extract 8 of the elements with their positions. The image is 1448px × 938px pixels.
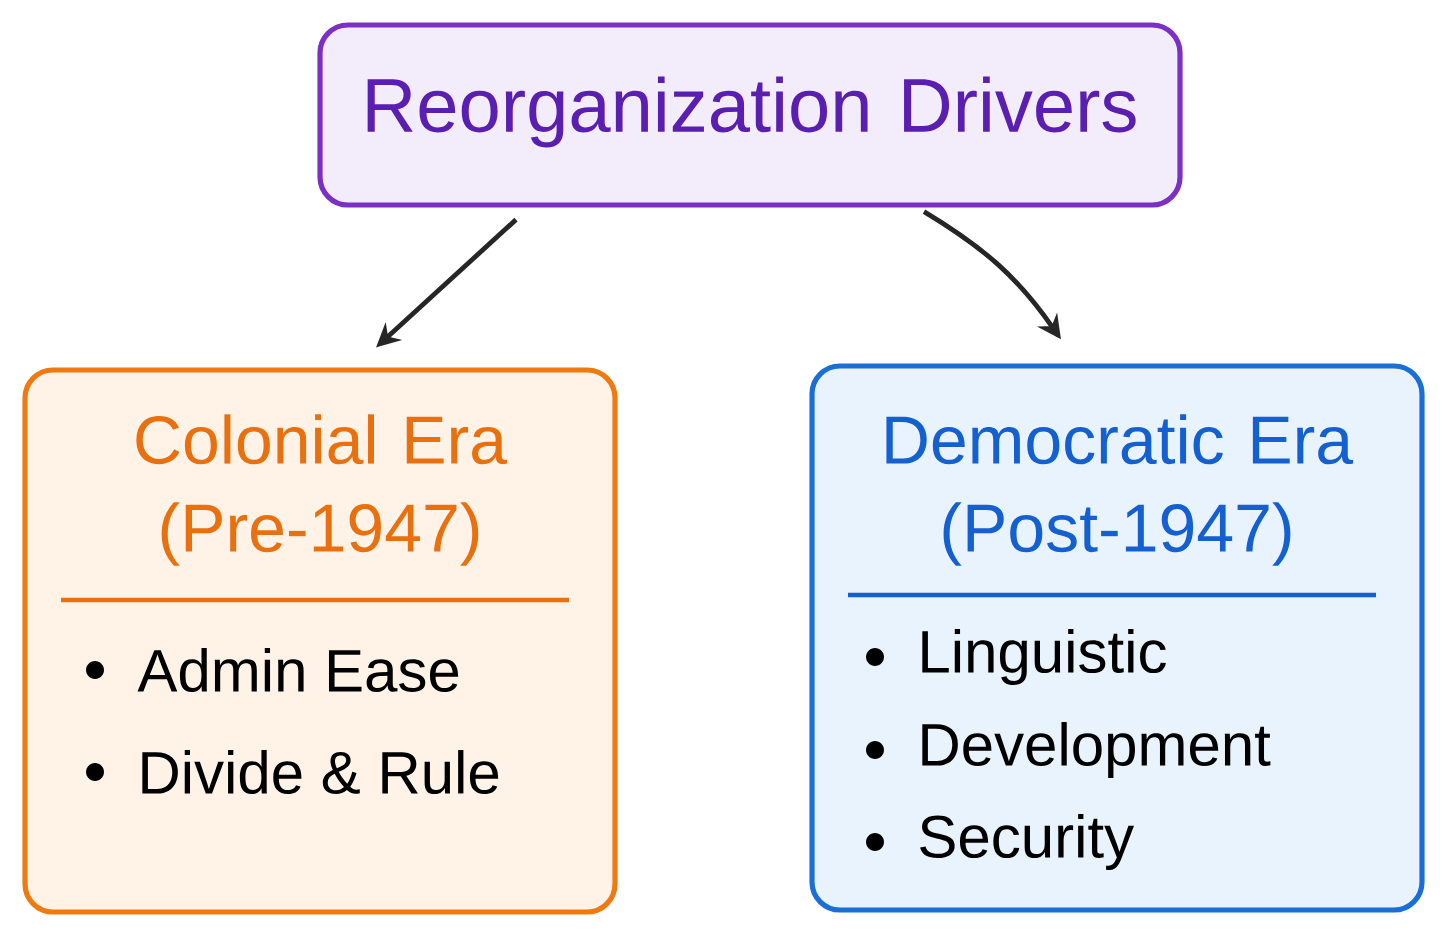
heading: Reorganization Drivers <box>367 76 1136 148</box>
bullet-item: Development <box>922 722 1271 778</box>
bullet-item: Admin Ease <box>137 647 459 693</box>
heading: Colonial Era (Pre-1947) <box>136 414 507 566</box>
bullet-item: Security <box>920 814 1134 870</box>
bullet-item: Linguistic <box>922 629 1166 685</box>
bullet-item: Divide & Rule <box>142 749 499 795</box>
heading: Democratic Era (Post-1947) <box>886 414 1354 566</box>
